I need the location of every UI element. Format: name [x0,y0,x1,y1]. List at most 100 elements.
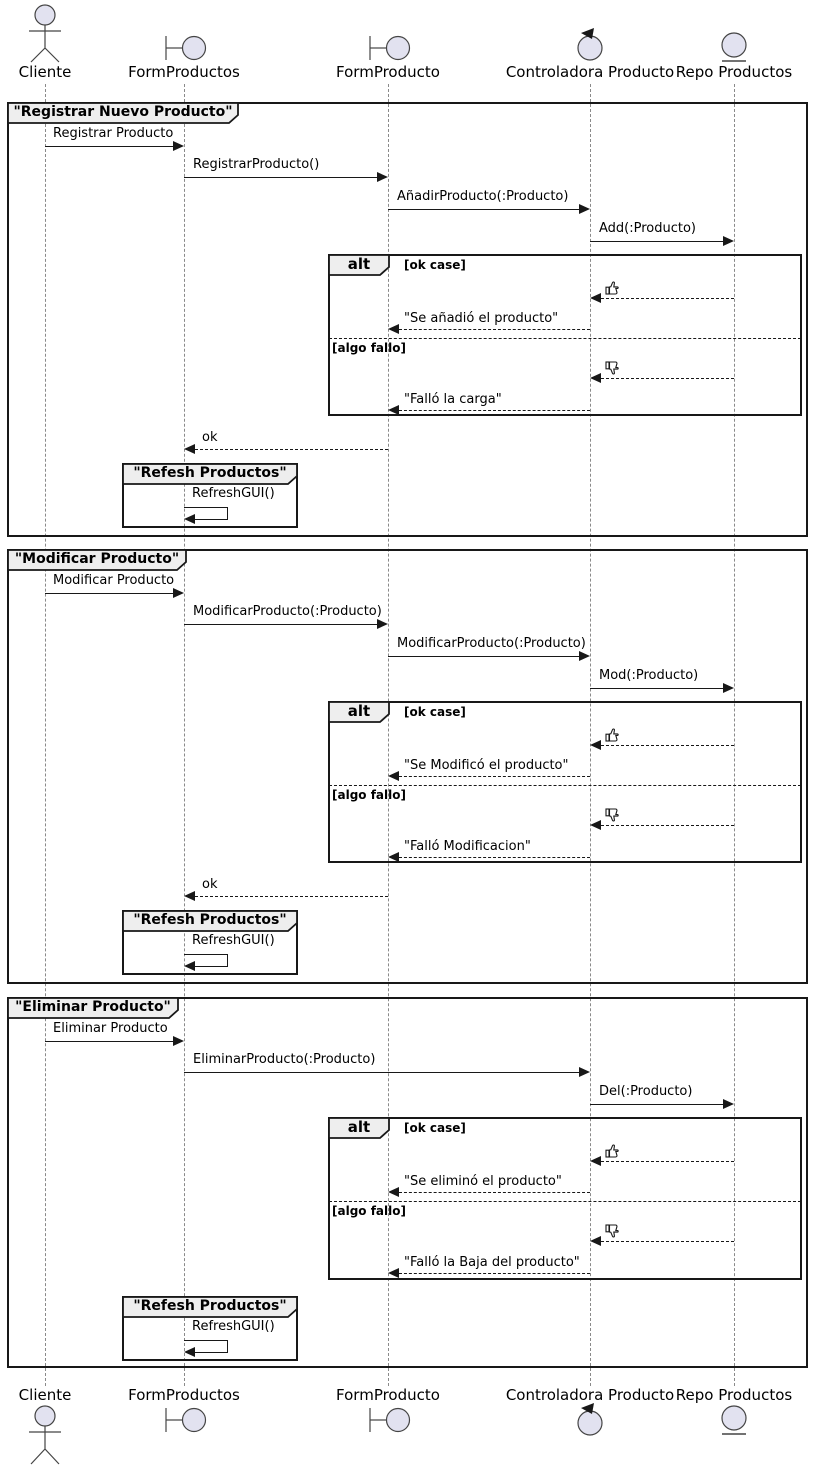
participant-label: Cliente [18,63,72,81]
alt-divider [329,1201,801,1202]
lifeline-repo [734,84,735,1386]
arrowhead-icon [723,683,734,693]
message-label: ModificarProducto(:Producto) [397,636,586,651]
arrowhead-icon [388,852,399,862]
arrowhead-icon [388,1268,399,1278]
message-label: "Se añadió el producto" [404,311,559,326]
arrowhead-icon [388,324,399,334]
self-message-line [227,507,228,520]
boundary-icon [165,35,207,61]
frame-title: "Refesh Productos" [133,465,287,481]
guard-label: [ok case] [404,258,466,272]
message-label: AñadirProducto(:Producto) [397,189,569,204]
return-line [601,298,734,299]
message-label: "Se eliminó el producto" [404,1174,562,1189]
arrowhead-icon [590,293,601,303]
arrowhead-icon [377,172,388,182]
guard-label: [ok case] [404,705,466,719]
thumbs-down-icon [605,361,619,375]
return-line [601,745,734,746]
thumbs-up-icon [605,728,619,742]
arrowhead-icon [173,588,184,598]
message-label: "Falló la carga" [404,392,502,407]
message-label: Modificar Producto [53,573,175,588]
thumbs-up-icon [605,281,619,295]
message-label: RegistrarProducto() [193,157,320,172]
alt-operator-tab [328,254,390,276]
arrowhead-icon [590,740,601,750]
lifeline-cliente [45,84,46,1386]
participant-label: Repo Productos [675,63,793,81]
message-line [184,177,377,178]
guard-label: [algo fallo] [332,341,406,355]
alt-divider [329,338,801,339]
alt-fragment [328,254,802,416]
arrowhead-icon [388,405,399,415]
self-message-line [195,519,227,520]
entity-icon [721,1405,747,1435]
arrowhead-icon [590,820,601,830]
message-label: Registrar Producto [53,126,174,141]
guard-label: [algo fallo] [332,1204,406,1218]
message-line [45,1041,173,1042]
return-line [601,1241,734,1242]
alt-operator: alt [347,702,371,720]
frame-modificar [7,549,808,984]
message-line [184,1072,579,1073]
message-label: ok [202,877,218,892]
participant-label: Controladora Producto [505,1386,675,1404]
message-label: ok [202,430,218,445]
participant-label: Cliente [18,1386,72,1404]
boundary-icon [165,1407,207,1433]
self-message-line [184,954,228,955]
thumbs-down-icon [605,808,619,822]
return-line [399,329,590,330]
message-line [45,146,173,147]
participant-label: Controladora Producto [505,63,675,81]
message-line [590,241,723,242]
arrowhead-icon [590,373,601,383]
return-line [601,1161,734,1162]
arrowhead-icon [388,771,399,781]
frame-title: "Registrar Nuevo Producto" [13,104,233,120]
message-line [184,624,377,625]
self-message-line [195,1352,227,1353]
self-message-line [184,1340,228,1341]
arrowhead-icon [173,1036,184,1046]
arrowhead-icon [579,1067,590,1077]
lifeline-formproducto [388,84,389,1386]
frame-registrar [7,102,808,537]
guard-label: [ok case] [404,1121,466,1135]
frame-title: "Eliminar Producto" [15,999,171,1015]
arrowhead-icon [723,1099,734,1109]
return-line [601,378,734,379]
arrowhead-icon [184,444,195,454]
return-line [195,449,388,450]
frame-title: "Modificar Producto" [14,551,180,567]
frame-title-tab [122,463,298,485]
message-line [388,656,579,657]
self-message-line [227,1340,228,1353]
entity-icon [721,32,747,62]
return-line [399,1192,590,1193]
message-label: Del(:Producto) [599,1084,693,1099]
frame-title-tab [7,549,187,571]
frame-title: "Refesh Productos" [133,912,287,928]
alt-operator: alt [347,255,371,273]
arrowhead-icon [184,514,195,524]
participant-label: Repo Productos [675,1386,793,1404]
alt-divider [329,785,801,786]
message-line [388,209,579,210]
actor-icon [29,1405,61,1465]
message-label: RefreshGUI() [192,486,275,501]
alt-fragment [328,1117,802,1280]
boundary-icon [369,1407,411,1433]
message-label: RefreshGUI() [192,933,275,948]
message-line [590,688,723,689]
frame-title: "Refesh Productos" [133,1298,287,1314]
thumbs-down-icon [605,1224,619,1238]
return-line [399,857,590,858]
return-line [399,410,590,411]
arrowhead-icon [388,1187,399,1197]
